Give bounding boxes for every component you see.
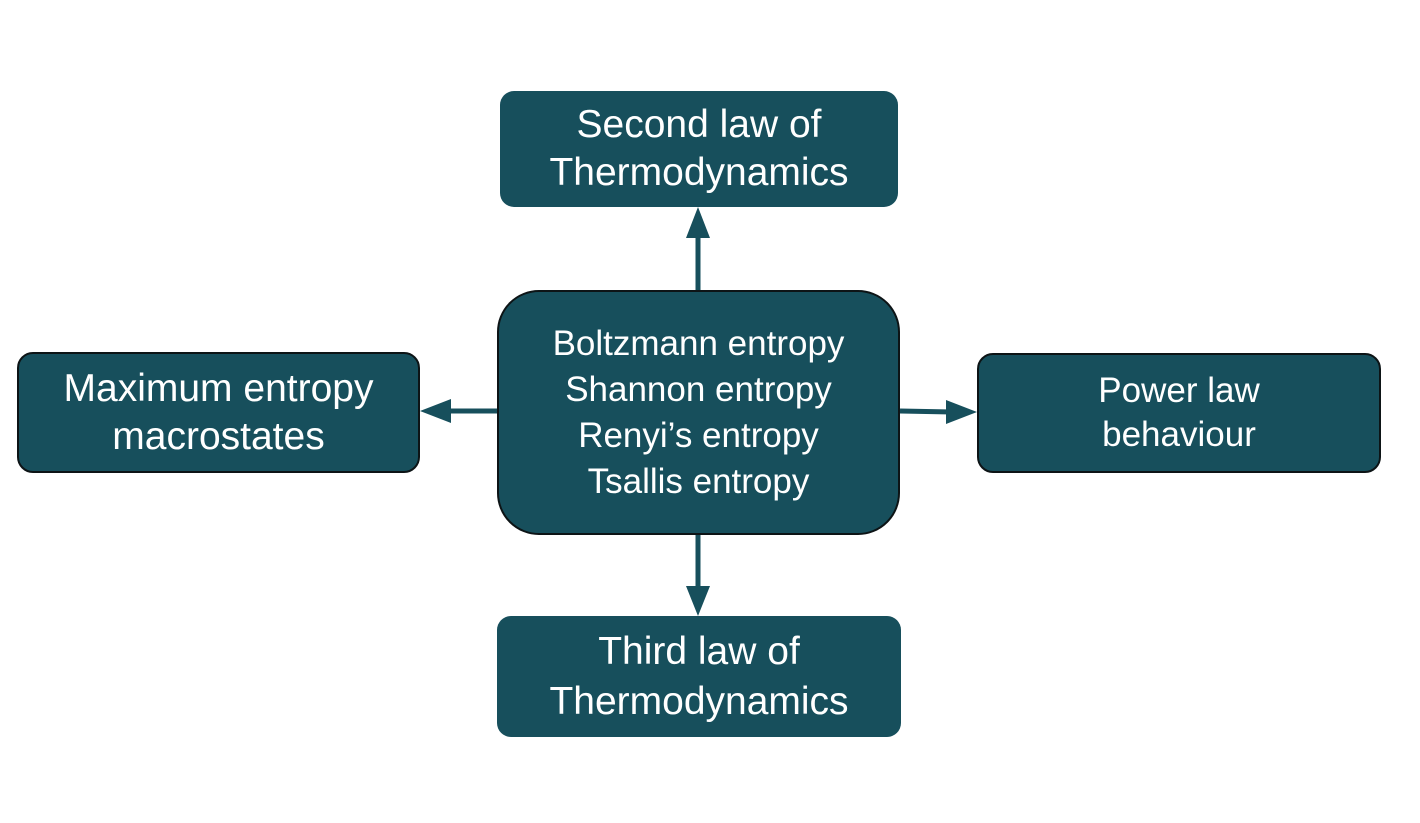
- node-maximum-entropy-line-1: Maximum entropy: [63, 366, 374, 410]
- node-third-law: Third law of Thermodynamics: [497, 616, 901, 737]
- arrow-center-to-top: [686, 207, 710, 290]
- arrow-center-to-right: [899, 400, 977, 424]
- node-power-law-line-1: Power law: [1098, 371, 1260, 410]
- node-maximum-entropy-line-2: macrostates: [112, 414, 325, 458]
- node-maximum-entropy: Maximum entropy macrostates: [17, 352, 420, 473]
- node-entropy-definitions: Boltzmann entropy Shannon entropy Renyi’…: [497, 290, 900, 535]
- node-entropy-line-2: Shannon entropy: [565, 369, 832, 409]
- node-power-law-line-2: behaviour: [1102, 415, 1256, 454]
- node-entropy-line-3: Renyi’s entropy: [578, 415, 819, 455]
- node-second-law-line-1: Second law of: [576, 103, 822, 146]
- node-second-law-line-2: Thermodynamics: [549, 151, 849, 194]
- node-second-law: Second law of Thermodynamics: [500, 91, 898, 207]
- arrow-center-to-left: [420, 399, 497, 423]
- node-entropy-line-4: Tsallis entropy: [587, 461, 810, 501]
- node-power-law: Power law behaviour: [977, 353, 1381, 473]
- node-entropy-line-1: Boltzmann entropy: [552, 323, 845, 363]
- node-third-law-line-2: Thermodynamics: [549, 679, 849, 723]
- arrow-center-to-bottom: [686, 535, 710, 616]
- node-third-law-line-1: Third law of: [598, 629, 800, 673]
